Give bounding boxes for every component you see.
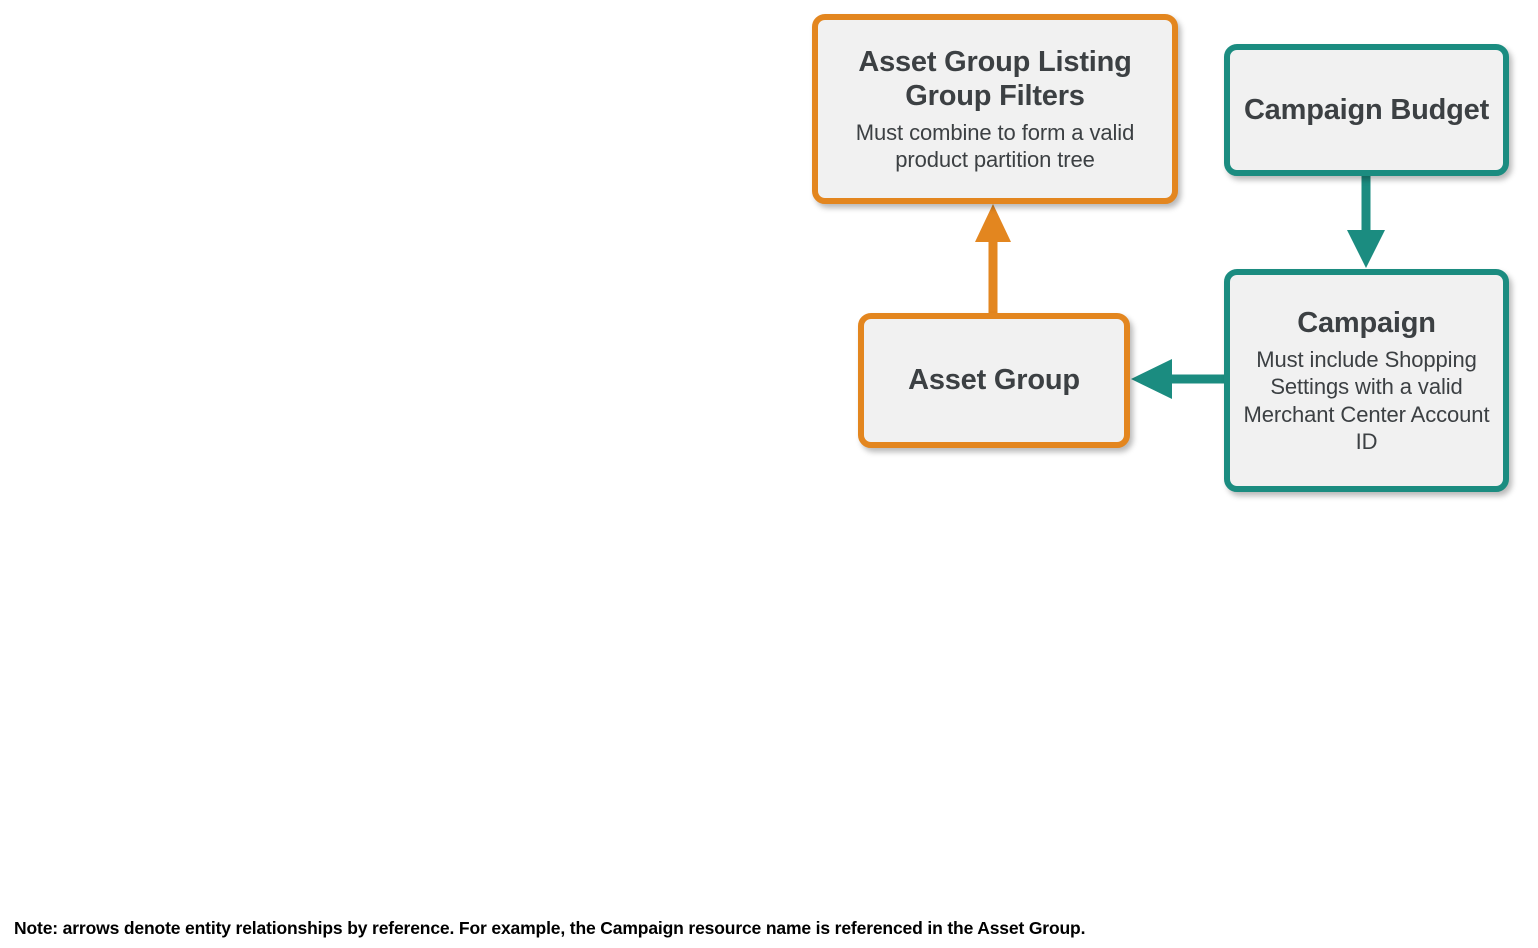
- node-campaign[interactable]: Campaign Must include Shopping Settings …: [1224, 269, 1509, 492]
- connector-asset-group-to-listing-group-filters: [975, 204, 1011, 313]
- node-title: Asset Group Listing Group Filters: [858, 45, 1132, 112]
- node-campaign-budget[interactable]: Campaign Budget: [1224, 44, 1509, 176]
- connector-campaign-budget-to-campaign: [1347, 176, 1385, 268]
- node-title: Campaign: [1297, 306, 1436, 339]
- node-title: Asset Group: [908, 364, 1080, 397]
- node-subtitle: Must include Shopping Settings with a va…: [1243, 347, 1490, 454]
- arrowhead-up-orange: [975, 204, 1011, 242]
- node-asset-group[interactable]: Asset Group: [858, 313, 1130, 448]
- connector-campaign-to-asset-group: [1131, 359, 1224, 399]
- node-title: Campaign Budget: [1243, 93, 1490, 126]
- node-subtitle: Must combine to form a valid product par…: [855, 119, 1135, 173]
- diagram-footnote: Note: arrows denote entity relationships…: [14, 918, 1086, 938]
- arrowhead-left-teal: [1131, 359, 1172, 399]
- arrowhead-down-teal: [1347, 230, 1385, 268]
- node-asset-group-listing-group-filters[interactable]: Asset Group Listing Group Filters Must c…: [812, 14, 1178, 204]
